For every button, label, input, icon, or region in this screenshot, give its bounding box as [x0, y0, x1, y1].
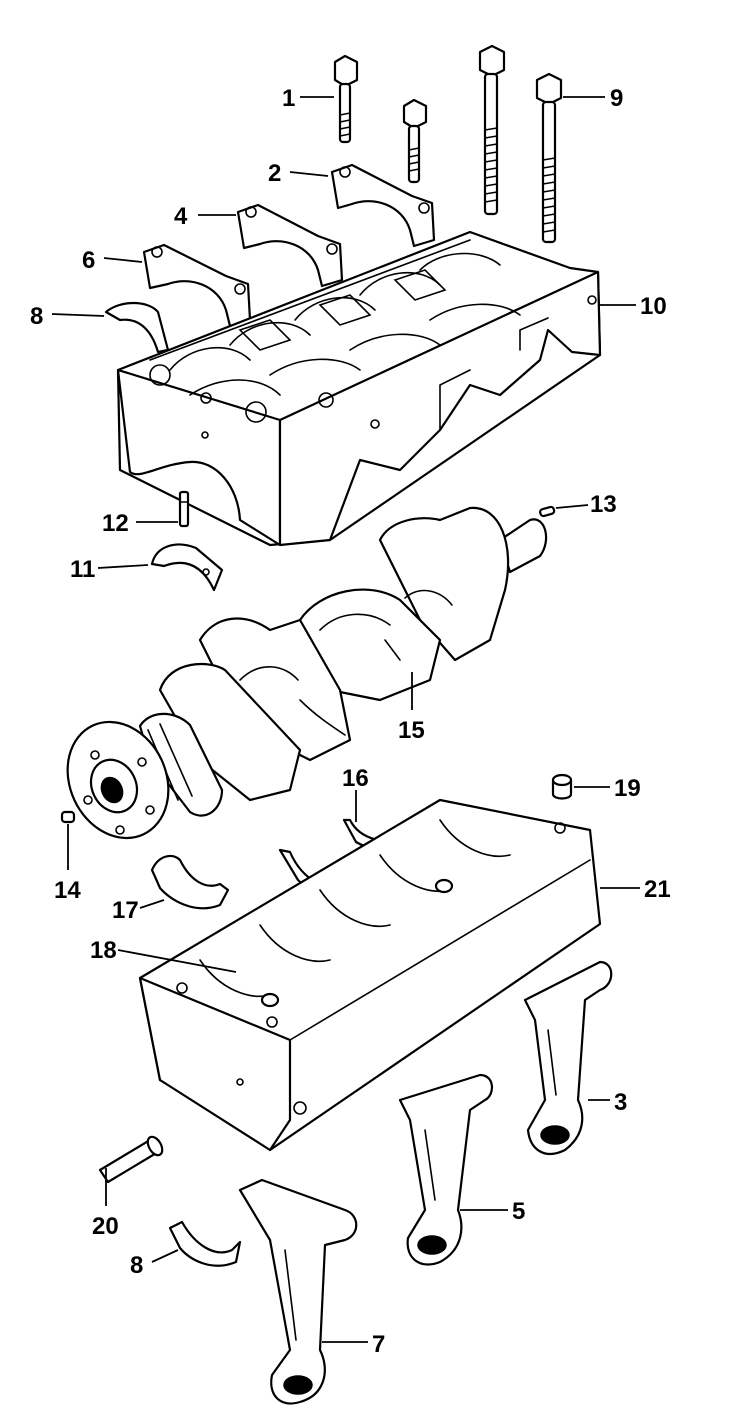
pin-13	[539, 505, 556, 518]
pin-14	[60, 810, 76, 824]
bearing-cap-4	[236, 203, 344, 288]
label-19: 19	[614, 775, 641, 802]
label-8-upper: 8	[30, 303, 43, 330]
label-3: 3	[614, 1089, 627, 1116]
bolt-short	[402, 98, 428, 184]
bearing-shell-11	[150, 543, 224, 592]
label-12: 12	[102, 510, 129, 537]
bearing-shell-17	[150, 854, 230, 910]
dowel-pin-12	[178, 490, 190, 528]
bearing-cap-6	[142, 243, 252, 328]
label-9: 9	[610, 85, 623, 112]
cylinder-block-10	[116, 230, 602, 547]
label-6: 6	[82, 247, 95, 274]
label-10: 10	[640, 293, 667, 320]
label-7: 7	[372, 1331, 385, 1358]
bearing-shell-8-upper	[104, 301, 170, 354]
label-2: 2	[268, 160, 281, 187]
label-11: 11	[70, 556, 95, 583]
bearing-shell-8-lower	[168, 1220, 242, 1267]
label-14: 14	[54, 877, 81, 904]
label-20: 20	[92, 1213, 119, 1240]
connecting-rod-5	[398, 1073, 493, 1266]
label-8-lower: 8	[130, 1252, 143, 1279]
label-4: 4	[174, 203, 188, 230]
label-13: 13	[590, 491, 617, 518]
bolt-1	[333, 54, 359, 144]
bolt-long	[478, 44, 506, 216]
label-1: 1	[282, 85, 295, 112]
label-18: 18	[90, 937, 117, 964]
label-5: 5	[512, 1198, 525, 1225]
dowel-19	[551, 773, 573, 800]
callout-labels: 1 2 3 4 5 6 7 8 8 9 10 11 12 13 14 15 16…	[30, 85, 671, 1358]
leader-lines	[51, 96, 640, 1343]
stud-20	[98, 1135, 164, 1184]
crankshaft-15	[66, 506, 548, 840]
label-15: 15	[398, 717, 425, 744]
crankcase-21	[138, 798, 602, 1152]
label-17: 17	[112, 897, 139, 924]
label-21: 21	[644, 876, 671, 903]
bearing-cap-2	[330, 163, 436, 248]
label-16: 16	[342, 765, 369, 792]
bolt-9	[535, 72, 563, 244]
connecting-rod-3	[523, 960, 613, 1156]
connecting-rod-7	[238, 1178, 358, 1405]
